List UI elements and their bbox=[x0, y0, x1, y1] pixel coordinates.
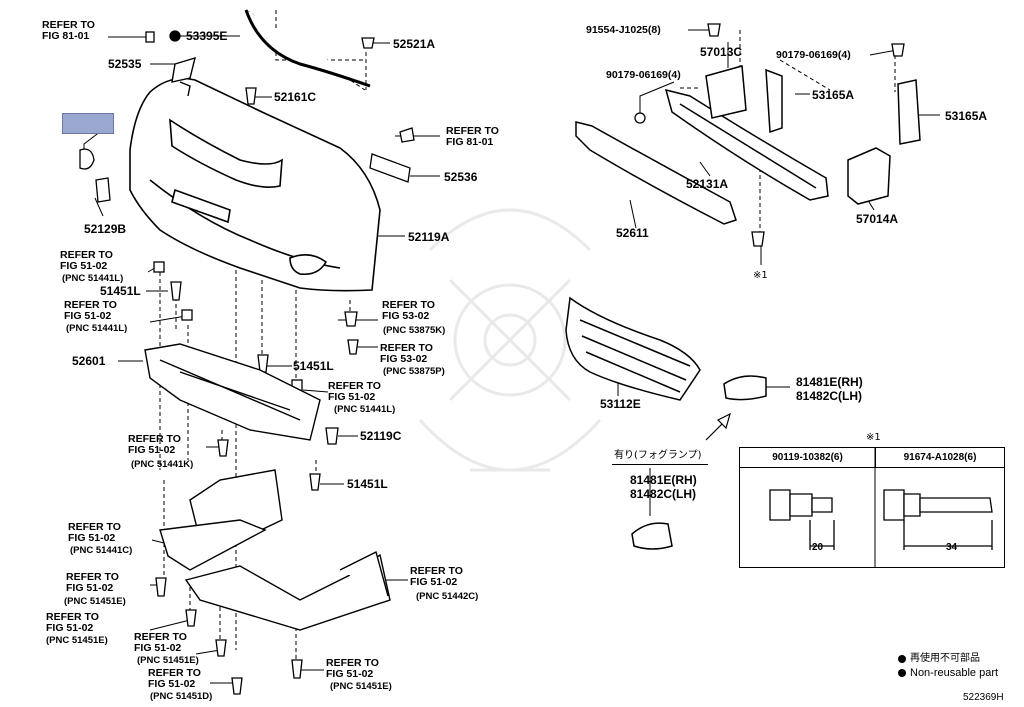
label-pnc-51451E-d: (PNC 51451E) bbox=[330, 681, 392, 692]
label-pnc-51441K: (PNC 51441K) bbox=[131, 459, 194, 470]
label-refer-81-01-b: REFER TO FIG 81-01 bbox=[446, 125, 499, 148]
label-refer-51-02-i: REFER TO FIG 51-02 bbox=[134, 631, 187, 654]
label-81482C-lh-a: 81482C(LH) bbox=[796, 389, 863, 403]
fog-note-underline bbox=[612, 464, 708, 465]
label-refer-53-02-a: REFER TO FIG 53-02 bbox=[382, 299, 435, 322]
label-53112E: 53112E bbox=[600, 397, 641, 411]
legend-en: Non-reusable part bbox=[910, 667, 999, 679]
label-52129B: 52129B bbox=[84, 222, 127, 236]
legend-jp: 再使用不可部品 bbox=[910, 653, 980, 664]
label-refer-51-02-j: REFER TO FIG 51-02 bbox=[148, 667, 201, 690]
label-51451L-b: 51451L bbox=[293, 359, 334, 373]
label-pnc-51451E-c: (PNC 51451E) bbox=[137, 655, 199, 666]
label-52119C: 52119C bbox=[360, 429, 402, 443]
label-pnc-51441L-b: (PNC 51441L) bbox=[66, 323, 128, 334]
label-52119A: 52119A bbox=[408, 230, 450, 244]
label-52611: 52611 bbox=[616, 226, 649, 240]
label-mark1: ※1 bbox=[753, 270, 768, 281]
label-refer-51-02-f: REFER TO FIG 51-02 bbox=[410, 565, 463, 588]
label-refer-51-02-e: REFER TO FIG 51-02 bbox=[68, 521, 121, 544]
label-52535: 52535 bbox=[108, 57, 142, 71]
arrow bbox=[705, 412, 731, 441]
label-refer-51-02-a: REFER TO FIG 51-02 bbox=[60, 249, 113, 272]
label-pnc-51442C: (PNC 51442C) bbox=[416, 591, 479, 602]
table-header-col2: 91674-A1028(6) bbox=[876, 448, 1004, 468]
label-pnc-51441L-c: (PNC 51441L) bbox=[334, 404, 396, 415]
label-pnc-51451E-a: (PNC 51451E) bbox=[64, 596, 126, 607]
label-53165A-b: 53165A bbox=[945, 109, 988, 123]
fastener-table: 90119-10382(6) 91674-A1028(6) 20 34 bbox=[739, 447, 1005, 568]
label-52601: 52601 bbox=[72, 354, 106, 368]
label-53165A-a: 53165A bbox=[812, 88, 855, 102]
fasteners bbox=[79, 23, 905, 695]
label-pnc-51441L-a: (PNC 51441L) bbox=[62, 273, 124, 284]
label-52521A: 52521A bbox=[393, 37, 436, 51]
label-pnc-51451E-b: (PNC 51451E) bbox=[46, 635, 108, 646]
label-57014A: 57014A bbox=[856, 212, 899, 226]
label-51451L-a: 51451L bbox=[100, 284, 141, 298]
label-pnc-53875P: (PNC 53875P) bbox=[383, 366, 445, 377]
label-refer-51-02-h: REFER TO FIG 51-02 bbox=[46, 611, 99, 634]
legend: 再使用不可部品 Non-reusable part bbox=[898, 652, 998, 680]
bumper-reinforcement bbox=[575, 65, 921, 225]
label-pnc-51451D: (PNC 51451D) bbox=[150, 691, 213, 702]
label-91554-J1025: 91554-J1025(8) bbox=[586, 24, 661, 36]
fog-bezel bbox=[631, 375, 767, 550]
label-81481E-rh-b: 81481E(RH) bbox=[630, 473, 697, 487]
label-53395E: 53395E bbox=[186, 29, 228, 43]
label-fog-note: 有り(フォグランプ) bbox=[614, 450, 702, 461]
label-52161C: 52161C bbox=[274, 90, 317, 104]
label-51451L-c: 51451L bbox=[347, 477, 388, 491]
label-refer-53-02-b: REFER TO FIG 53-02 bbox=[380, 342, 433, 365]
label-refer-51-02-d: REFER TO FIG 51-02 bbox=[128, 433, 181, 456]
label-refer-51-02-c: REFER TO FIG 51-02 bbox=[328, 380, 381, 403]
lower-grille-53112E bbox=[565, 296, 701, 401]
label-81481E-rh-a: 81481E(RH) bbox=[796, 375, 863, 389]
highlight-box bbox=[62, 113, 114, 134]
bumper-cover-52119A bbox=[129, 77, 381, 292]
table-mark: ※1 bbox=[866, 432, 881, 443]
table-dim-col2: 34 bbox=[946, 542, 958, 553]
label-90179-06169-a: 90179-06169(4) bbox=[776, 49, 851, 61]
figure-id: 522369H bbox=[963, 692, 1004, 703]
label-refer-51-02-b: REFER TO FIG 51-02 bbox=[64, 299, 117, 322]
label-pnc-53875K: (PNC 53875K) bbox=[383, 325, 446, 336]
label-refer-81-01-a: REFER TO FIG 81-01 bbox=[42, 19, 95, 42]
label-57013C: 57013C bbox=[700, 45, 743, 59]
bullet-icon bbox=[898, 655, 906, 663]
upper-retainer-52535 bbox=[171, 9, 371, 97]
label-81482C-lh-b: 81482C(LH) bbox=[630, 487, 697, 501]
bullet-icon bbox=[898, 669, 906, 677]
label-pnc-51441C: (PNC 51441C) bbox=[70, 545, 133, 556]
under-covers bbox=[144, 343, 391, 631]
label-refer-51-02-g: REFER TO FIG 51-02 bbox=[66, 571, 119, 594]
label-90179-06169-b: 90179-06169(4) bbox=[606, 69, 681, 81]
table-bolts bbox=[769, 489, 993, 550]
label-refer-51-02-k: REFER TO FIG 51-02 bbox=[326, 657, 379, 680]
table-dim-col1: 20 bbox=[812, 542, 824, 553]
label-52536: 52536 bbox=[444, 170, 478, 184]
table-header-col1: 90119-10382(6) bbox=[740, 448, 876, 468]
watermark-emblem bbox=[418, 208, 602, 472]
label-52131A: 52131A bbox=[686, 177, 729, 191]
